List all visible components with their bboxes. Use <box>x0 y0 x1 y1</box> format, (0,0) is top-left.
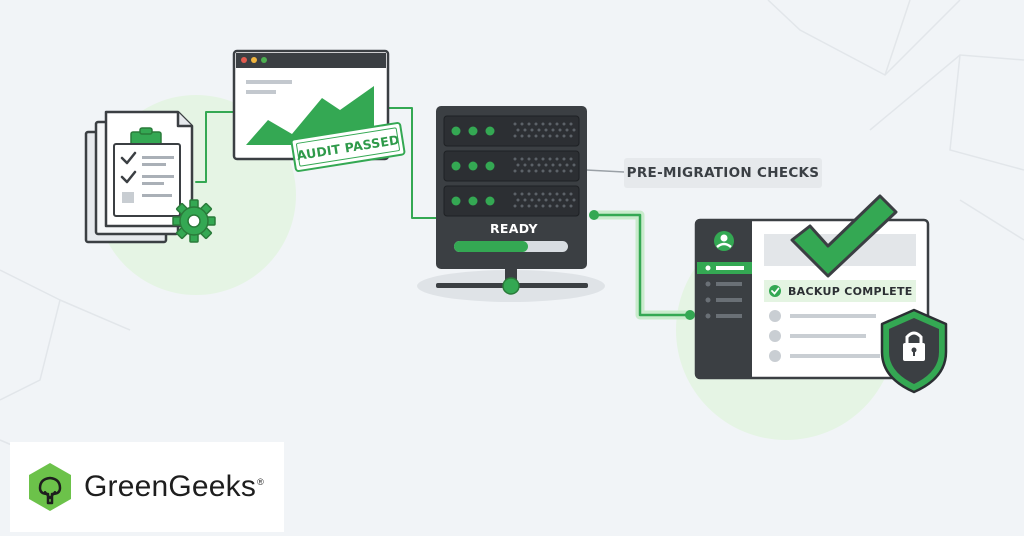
pre-migration-checks-label: PRE-MIGRATION CHECKS <box>624 158 822 188</box>
pre-migration-checks-text: PRE-MIGRATION CHECKS <box>626 165 820 181</box>
brand-logo-icon <box>29 463 71 511</box>
server-status-label: READY <box>490 221 538 236</box>
backup-complete-label: BACKUP COMPLETE <box>788 285 913 298</box>
audit-passed-label: AUDIT PASSED <box>295 131 401 163</box>
brand-name-text: GreenGeeks <box>84 470 257 503</box>
brand-name: GreenGeeks® <box>84 470 264 504</box>
brand-logo: GreenGeeks® <box>10 442 284 532</box>
server-progress-fill <box>454 241 528 252</box>
registered-mark: ® <box>257 477 264 487</box>
